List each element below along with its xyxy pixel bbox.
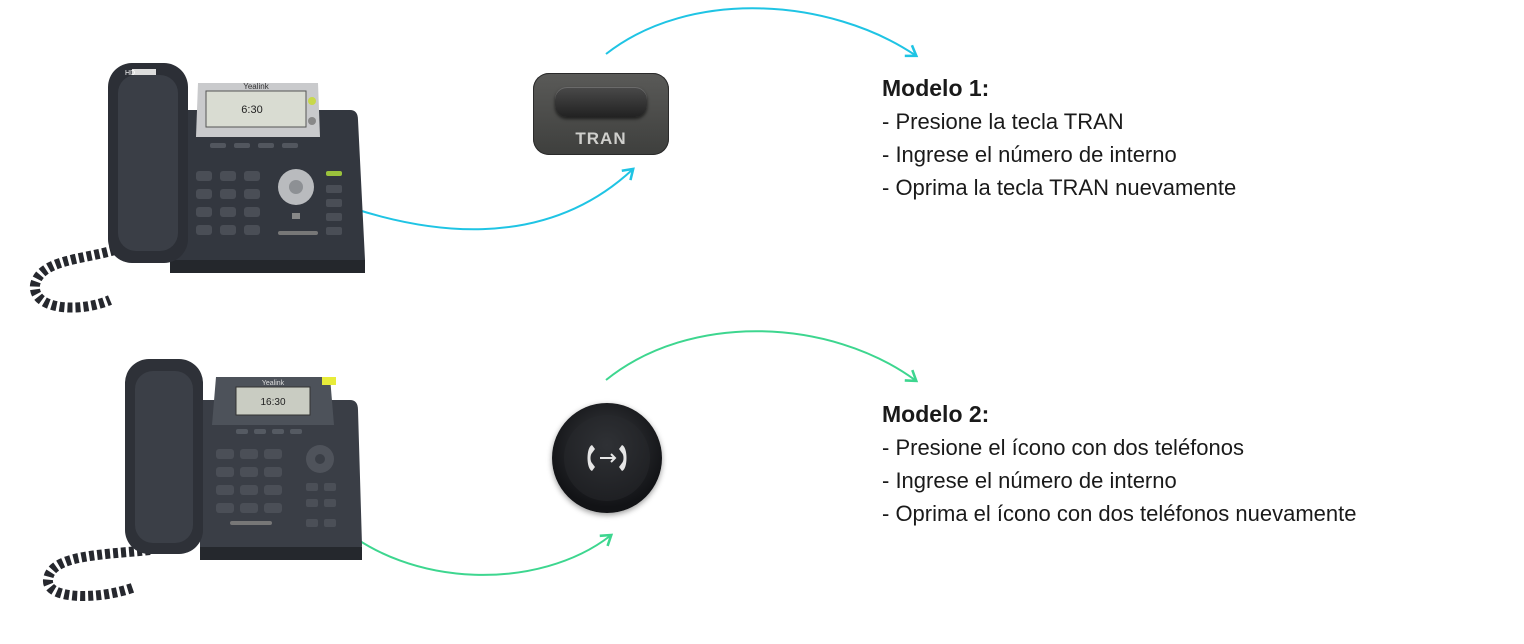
phone2-brand: Yealink [262, 380, 285, 387]
arrow-tran-key-to-model1-text [605, 7, 919, 58]
two-phones-transfer-icon [587, 445, 627, 471]
model-2-step-2: - Ingrese el número de interno [882, 468, 1177, 493]
tran-key-closeup: TRAN [533, 73, 669, 155]
arrow-transfer-key-to-model2-text [605, 330, 919, 383]
model-2-step-1: - Presione el ícono con dos teléfonos [882, 435, 1245, 460]
phone1-screen-time: 6:30 [241, 104, 262, 116]
model-1-step-3: - Oprima la tecla TRAN nuevamente [882, 175, 1237, 200]
phone-model-1: Yealink 6:30 HD [30, 63, 365, 313]
model-1-step-1: - Presione la tecla TRAN [882, 109, 1124, 134]
phone2-screen-time: 16:30 [260, 397, 285, 408]
tran-key-button [555, 87, 647, 117]
transfer-key-closeup [552, 403, 662, 513]
phone-model-2: Yealink 16:30 [43, 359, 362, 602]
phone1-hd-badge: HD [125, 70, 135, 77]
model-1-title: Modelo 1: [882, 75, 990, 101]
phone1-brand: Yealink [243, 82, 270, 91]
model-1-instructions: Modelo 1: - Presione la tecla TRAN - Ing… [882, 72, 1236, 204]
tran-key-label: TRAN [575, 129, 627, 148]
model-1-step-2: - Ingrese el número de interno [882, 142, 1177, 167]
model-2-title: Modelo 2: [882, 401, 990, 427]
arrow-phone2-to-transfer-key [334, 521, 614, 576]
model-2-step-3: - Oprima el ícono con dos teléfonos nuev… [882, 501, 1357, 526]
arrow-phone1-to-tran-key [351, 167, 635, 231]
model-2-instructions: Modelo 2: - Presione el ícono con dos te… [882, 398, 1357, 530]
